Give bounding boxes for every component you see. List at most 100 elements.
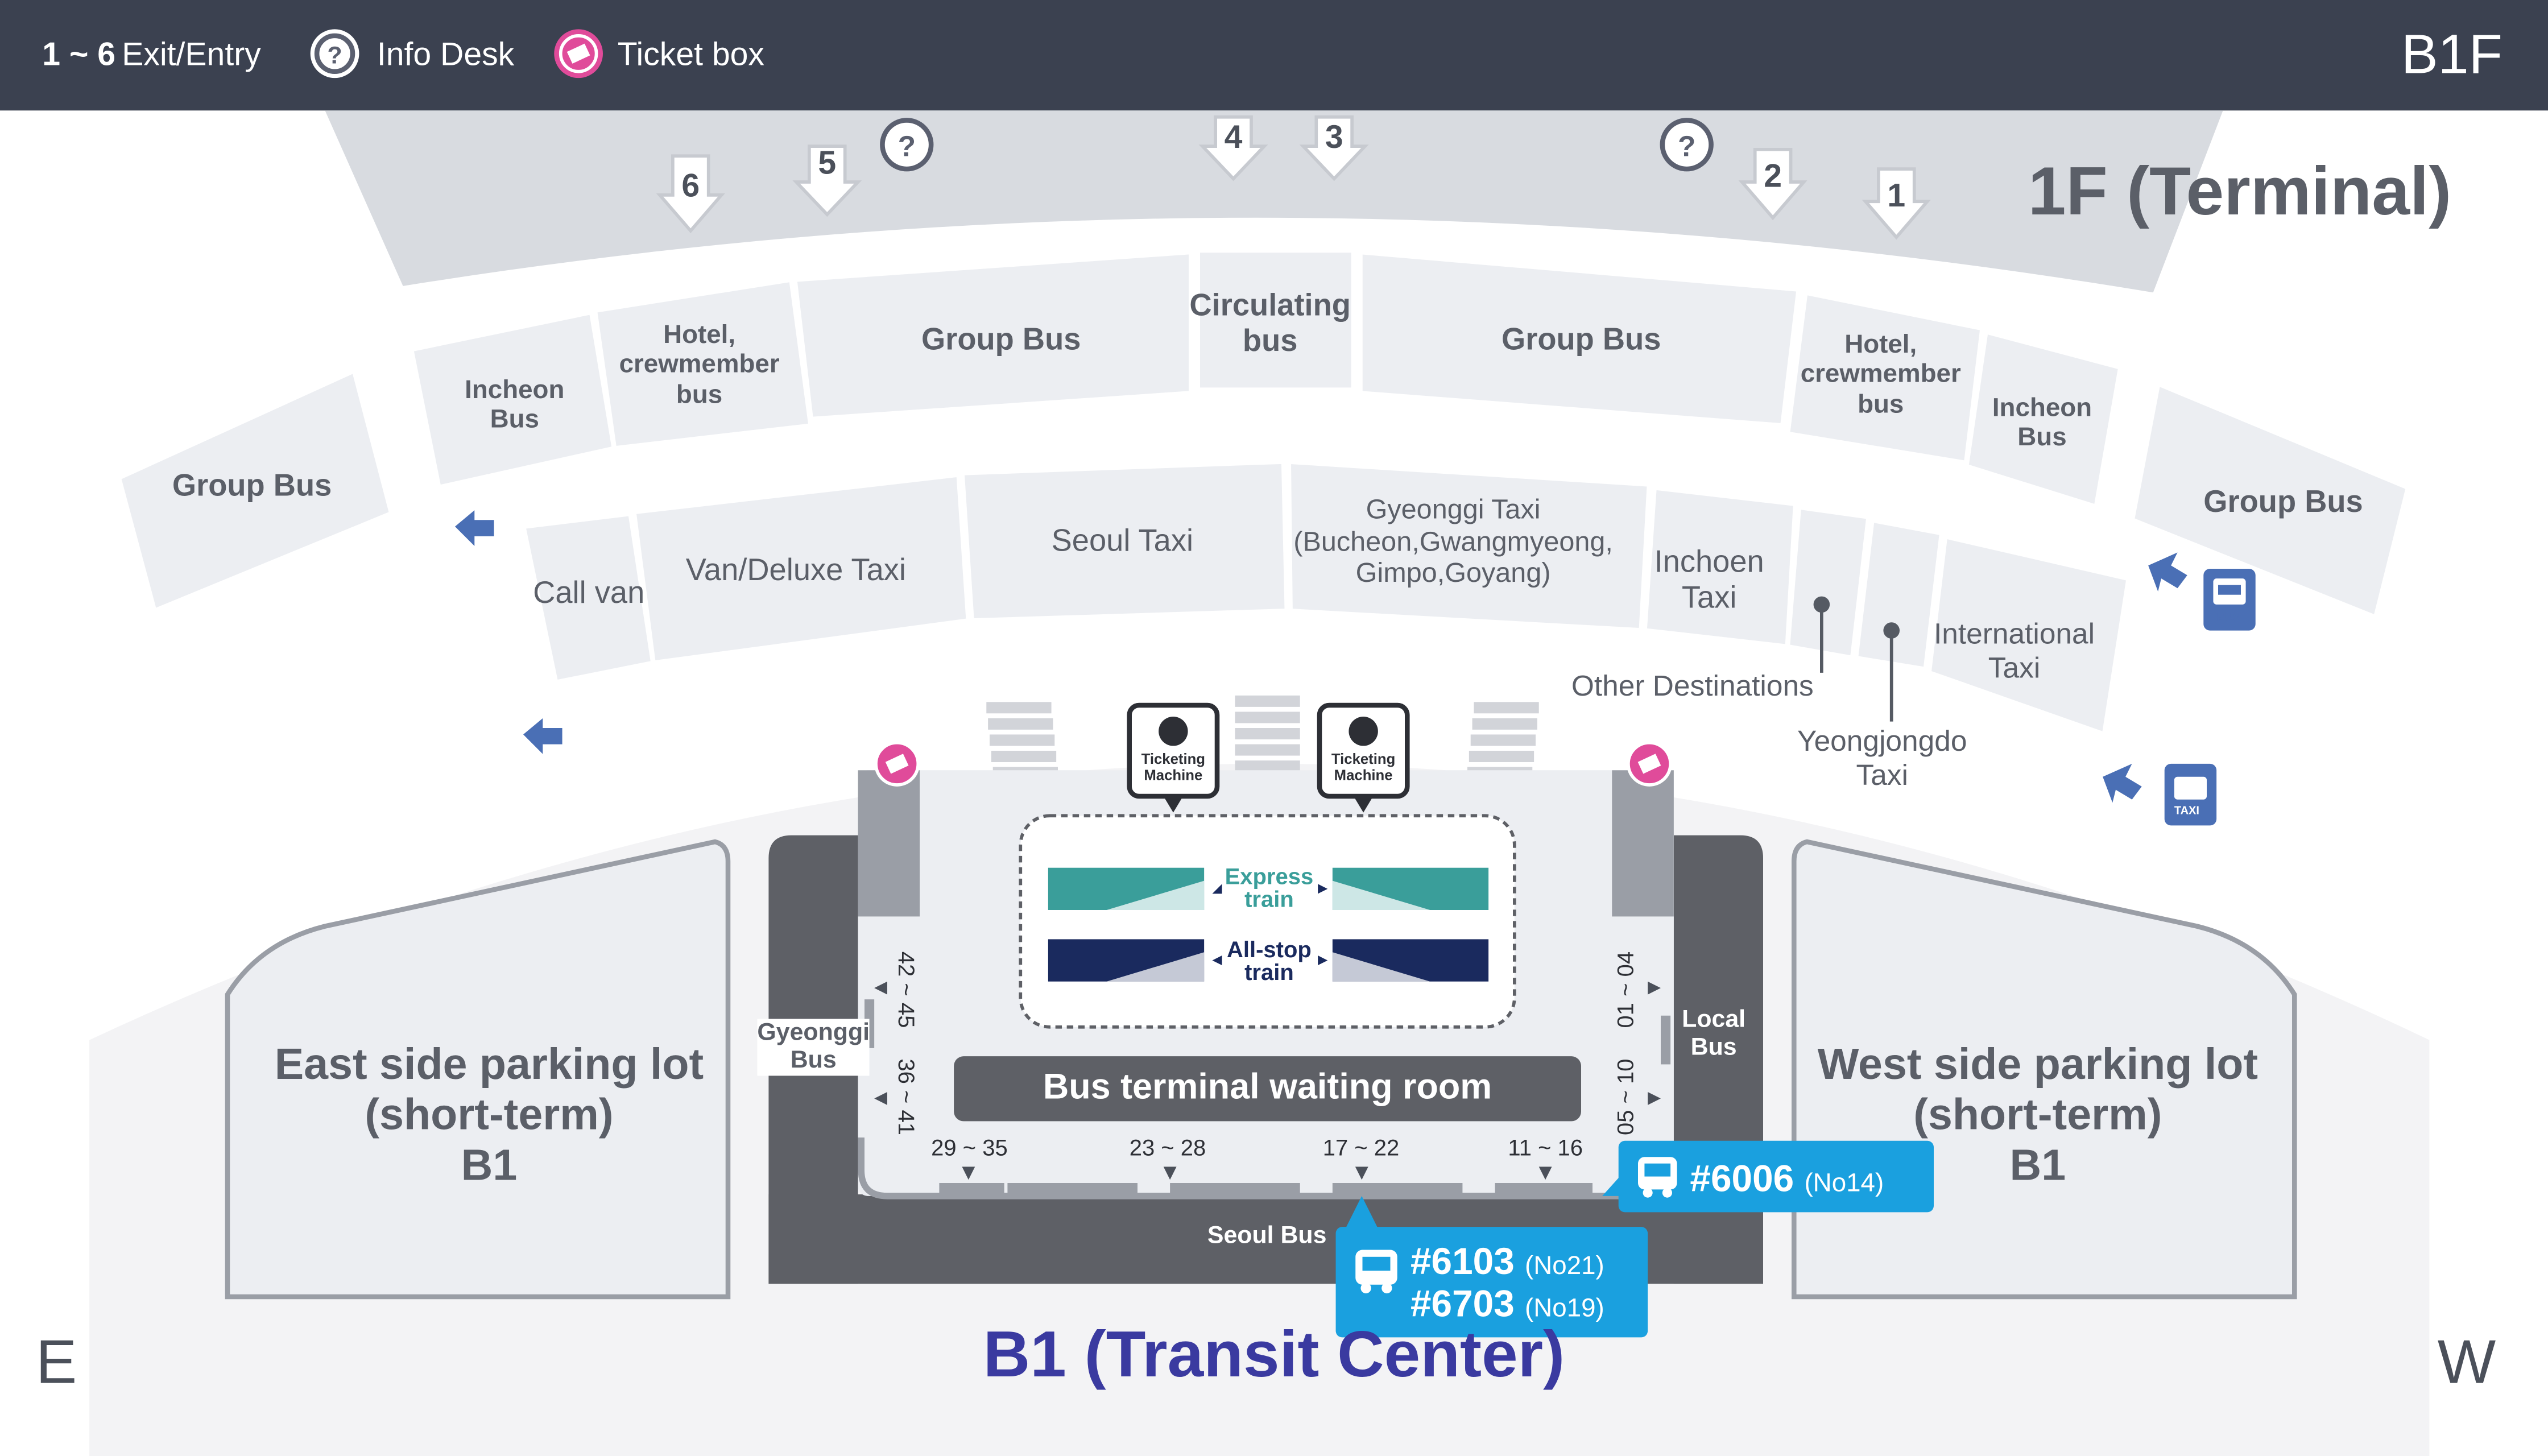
crosswalks <box>986 695 1539 779</box>
label-hotel-bus-right: Hotel, crewmember bus <box>1800 331 1961 419</box>
label-international-taxi: International Taxi <box>1934 617 2095 684</box>
callout-stop-no14: (No14) <box>1804 1170 1884 1198</box>
bay-label-05-10: 05 ~ 10 <box>1612 1058 1638 1136</box>
ticket-box-label: Ticket box <box>617 37 765 73</box>
callout-pointer-left <box>1345 1196 1378 1228</box>
label-allstop-train: All-stop train <box>1226 936 1312 985</box>
svg-text:?: ? <box>1678 129 1695 162</box>
label-yeongjongdo-taxi: Yeongjongdo Taxi <box>1797 725 1967 791</box>
label-local-bus: Local Bus <box>1682 1006 1746 1062</box>
label-group-bus-center-right: Group Bus <box>1502 323 1661 358</box>
direction-arrow-icon <box>2103 763 2142 803</box>
taxi-sign-icon <box>2164 763 2217 826</box>
map-graphic: ? ? <box>89 110 2430 1456</box>
b1-title: B1 (Transit Center) <box>983 1320 1565 1391</box>
label-incheon-bus-left: Incheon Bus <box>465 377 565 435</box>
ticket-box-icon <box>554 29 603 78</box>
bus-callout-right: #6006 (No14) <box>1618 1140 1934 1213</box>
platform-curb <box>858 1138 1668 1199</box>
bay-markers <box>874 981 1661 1180</box>
bus-sign-icon <box>2203 569 2256 631</box>
label-seoul-taxi: Seoul Taxi <box>1051 524 1194 559</box>
bay-label-29-35: 29 ~ 35 <box>931 1134 1008 1160</box>
platform-edge-right <box>1612 770 1674 917</box>
ticketing-machine-label: Ticketing Machine <box>1331 751 1396 784</box>
exit-number-1: 1 <box>1887 179 1906 215</box>
exit-arrow-2 <box>1738 148 1807 221</box>
zone-group-bus-left <box>115 367 395 615</box>
bus-icon <box>1355 1250 1397 1294</box>
exit-number-2: 2 <box>1764 159 1782 195</box>
bus-bays <box>939 1183 1592 1196</box>
label-waiting-room: Bus terminal waiting room <box>1043 1066 1492 1107</box>
bay-label-42-45: 42 ~ 45 <box>894 951 920 1028</box>
label-east-parking: East side parking lot (short-term) B1 <box>274 1040 704 1190</box>
svg-text:?: ? <box>898 129 916 162</box>
label-van-deluxe-taxi: Van/Deluxe Taxi <box>685 554 906 589</box>
label-group-bus-center-left: Group Bus <box>921 323 1081 358</box>
label-west-parking: West side parking lot (short-term) B1 <box>1817 1040 2259 1190</box>
ticket-box-icon <box>874 741 920 787</box>
callout-route-6006: #6006 <box>1690 1157 1794 1199</box>
exit-arrow-1 <box>1862 167 1931 240</box>
label-seoul-bus: Seoul Bus <box>1207 1222 1327 1250</box>
direction-arrow-icon <box>523 718 562 754</box>
compass-east: E <box>35 1329 77 1398</box>
label-group-bus-left: Group Bus <box>172 469 332 504</box>
legend-bar: 1 ~ 6 Exit/Entry ? Info Desk Ticket box … <box>0 0 2548 111</box>
bay-label-01-04: 01 ~ 04 <box>1612 951 1638 1028</box>
exit-range: 1 ~ 6 <box>42 37 115 73</box>
bus-icon <box>1638 1157 1677 1198</box>
callout-route-6103: #6103 <box>1410 1240 1515 1283</box>
floor-label: B1F <box>2401 24 2502 86</box>
exit-label: Exit/Entry <box>122 37 261 73</box>
bay-label-23-28: 23 ~ 28 <box>1129 1134 1206 1160</box>
terminal-title: 1F (Terminal) <box>2028 152 2452 229</box>
label-incheon-bus-right: Incheon Bus <box>1992 395 2092 453</box>
label-express-train: Express train <box>1225 863 1314 912</box>
info-desk-icon <box>880 118 934 172</box>
callout-route-6703: #6703 <box>1410 1282 1515 1325</box>
ticket-box-icon <box>1627 741 1673 787</box>
taxi-sign-text: TAXI <box>2174 806 2199 818</box>
exit-arrow-4 <box>1198 115 1268 181</box>
direction-arrow-icon <box>2148 552 2187 592</box>
bay-label-36-41: 36 ~ 41 <box>894 1058 920 1135</box>
zone-circulating-bus <box>1195 247 1356 393</box>
platform-edge-left <box>858 770 920 917</box>
zone-gyeonggi-taxi <box>1286 458 1652 634</box>
info-desk-label: Info Desk <box>377 37 515 73</box>
label-incheon-taxi: Inchoen Taxi <box>1654 546 1764 616</box>
compass-west: W <box>2437 1329 2496 1398</box>
zone-incheon-bus-right <box>1963 328 2124 510</box>
bus-sign-text: BUS <box>2216 613 2241 624</box>
callout-stop-no21: (No21) <box>1525 1252 1604 1281</box>
train-area <box>1019 814 1516 1029</box>
exit-number-3: 3 <box>1325 120 1343 156</box>
exit-arrow-6 <box>656 154 725 234</box>
exit-arrow-3 <box>1299 115 1369 181</box>
exit-number-4: 4 <box>1224 120 1243 156</box>
zone-group-bus-right <box>2129 380 2412 621</box>
waiting-room-bar <box>954 1056 1581 1122</box>
zone-other-destinations <box>1785 504 1872 661</box>
info-desk-icon: ? <box>310 29 359 78</box>
label-group-bus-right: Group Bus <box>2203 486 2363 520</box>
exit-number-6: 6 <box>681 169 700 205</box>
exit-arrow-5 <box>792 144 862 217</box>
zone-international-taxi <box>1926 533 2132 738</box>
label-call-van: Call van <box>533 577 645 611</box>
zone-van-deluxe-taxi <box>631 471 971 666</box>
ticketing-machine-label: Ticketing Machine <box>1141 751 1206 784</box>
label-gyeonggi-bus: Gyeonggi Bus <box>757 1019 870 1075</box>
bus-callout-left: #6103 (No21) #6703 (No19) <box>1335 1227 1648 1338</box>
label-other-destinations: Other Destinations <box>1571 669 1814 702</box>
info-desk-icon <box>1660 118 1714 172</box>
zone-group-bus-center-left <box>792 249 1194 422</box>
info-desk-markers: ? ? <box>880 118 1714 172</box>
exit-number-5: 5 <box>818 146 837 182</box>
callout-stop-no19: (No19) <box>1525 1295 1604 1323</box>
zone-yeongjongdo-taxi <box>1853 517 1945 673</box>
svg-text:?: ? <box>327 42 342 69</box>
ticketing-machine-right <box>1317 702 1410 813</box>
